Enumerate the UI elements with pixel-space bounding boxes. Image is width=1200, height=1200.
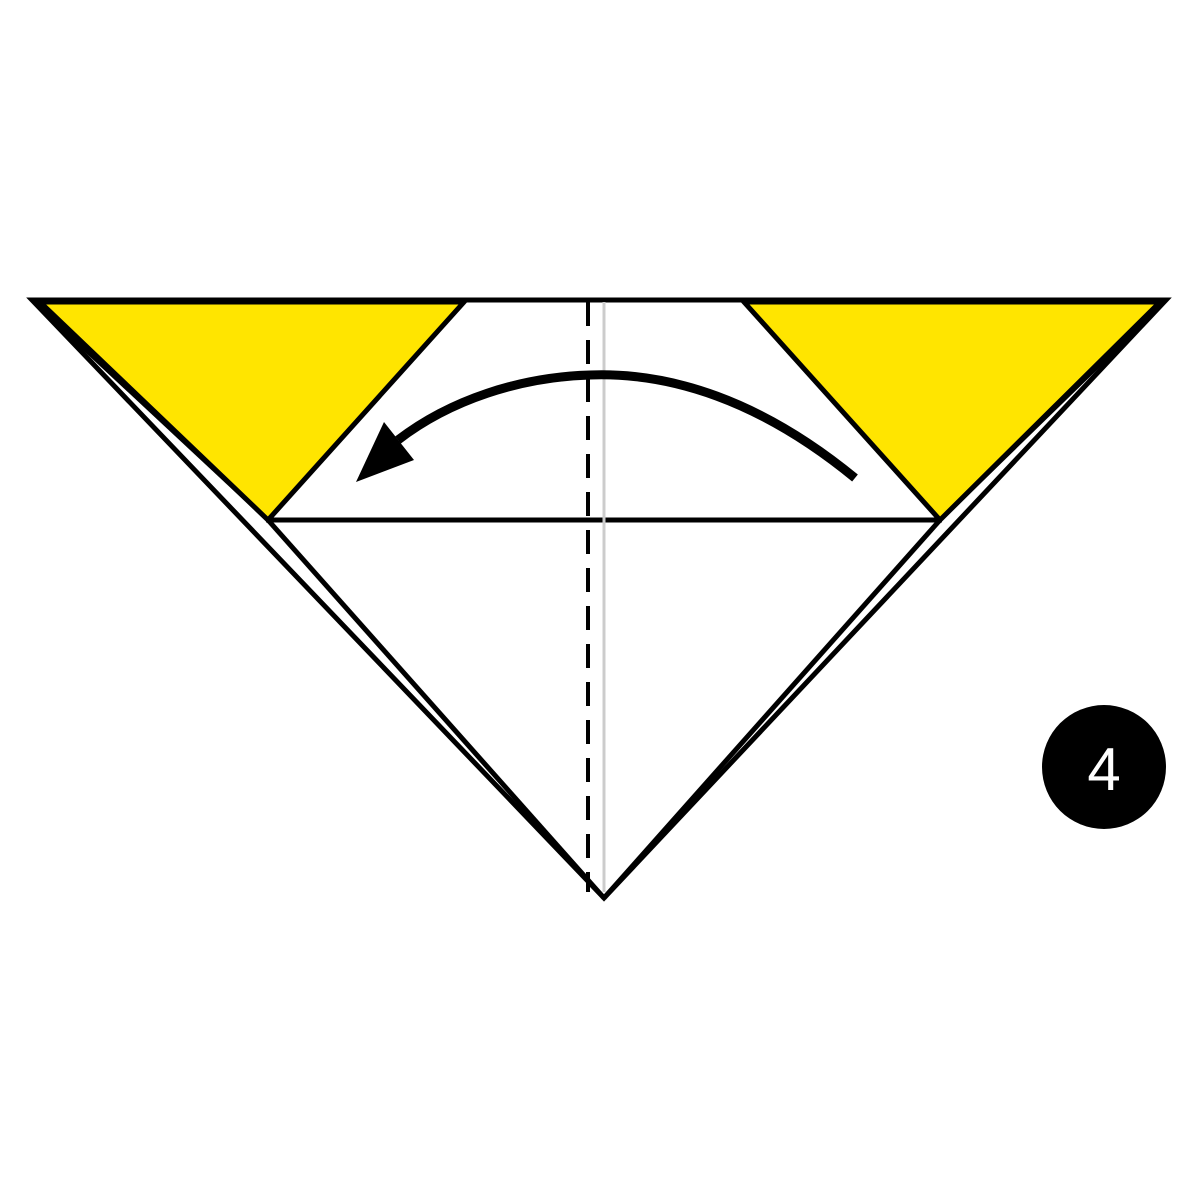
fold-arrow-head: [356, 422, 414, 482]
step-badge: [1042, 705, 1166, 829]
right-edge-line: [602, 518, 942, 900]
fold-arrow-curve: [395, 370, 858, 482]
right-outer-edge: [938, 298, 1168, 522]
step-number: 4: [1087, 736, 1120, 803]
left-edge-line: [266, 518, 606, 900]
left-outer-edge: [30, 298, 270, 522]
